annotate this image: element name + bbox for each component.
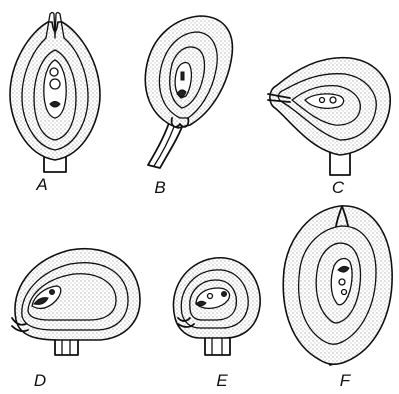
- panel-label-c: C: [332, 178, 345, 197]
- ovule-d-drawing: [12, 249, 140, 355]
- panel-label-a: A: [35, 175, 47, 194]
- panel-label-e: E: [216, 371, 228, 390]
- panel-a: A: [10, 13, 100, 195]
- panel-b: B: [145, 16, 232, 197]
- panel-f: F: [283, 206, 392, 390]
- ovule-a-drawing: [10, 13, 100, 173]
- panel-e: E: [173, 258, 260, 390]
- panel-c: C: [268, 58, 390, 197]
- panel-d: D: [12, 249, 140, 390]
- ovule-c-drawing: [268, 58, 390, 175]
- panel-label-d: D: [34, 371, 46, 390]
- panel-label-f: F: [340, 371, 352, 390]
- ovule-b-drawing: [145, 16, 232, 168]
- ovule-f-drawing: [283, 206, 392, 365]
- panel-label-b: B: [154, 178, 165, 197]
- ovule-e-drawing: [173, 258, 260, 355]
